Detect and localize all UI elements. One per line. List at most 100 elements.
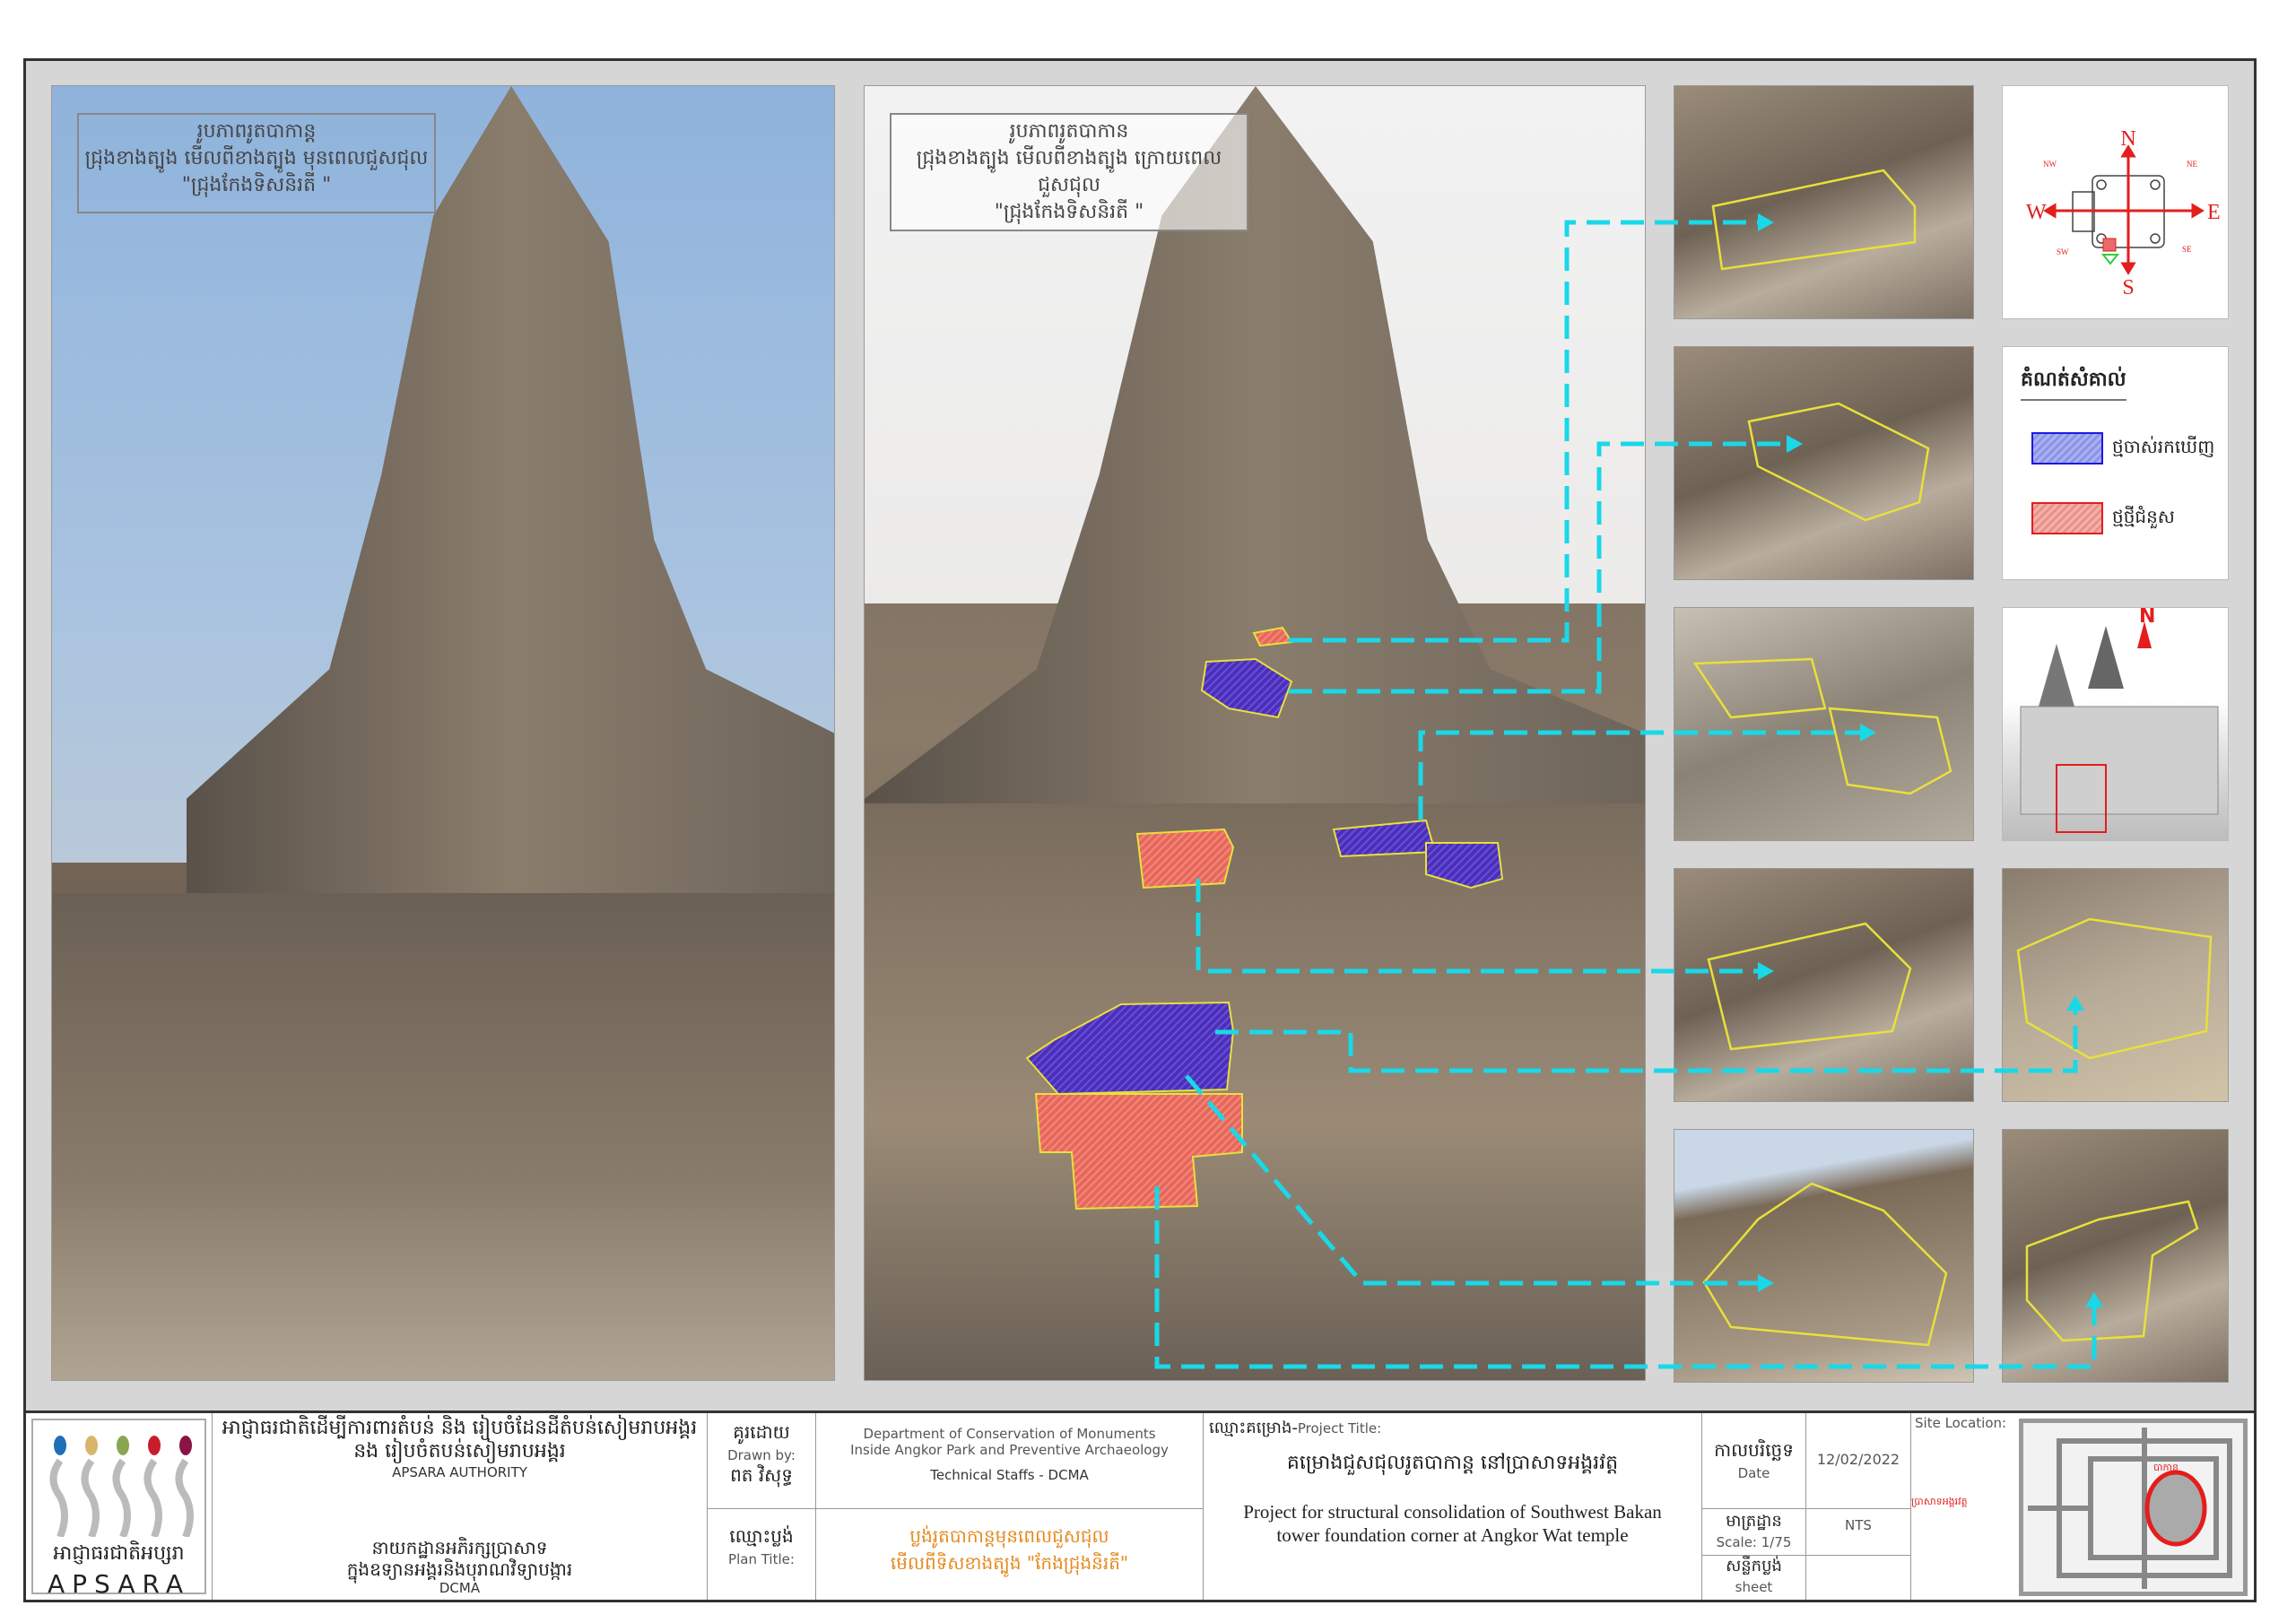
temple-3d-icon: N xyxy=(2020,605,2219,833)
compass-rose-icon: N S E W NW NE SW SE xyxy=(2026,127,2221,299)
detail-outline xyxy=(1711,169,1917,271)
department-full-cell: Department of Conservation of Monuments … xyxy=(816,1413,1204,1508)
caption-line: រូបភាពរូតបាកាន xyxy=(1009,120,1129,143)
old-stone-highlight xyxy=(1200,657,1293,719)
authority-department-column: អាជ្ញាធរជាតិដើម្បីការពារតំបន់ និង រៀបចំដ… xyxy=(213,1413,708,1600)
detail-outline xyxy=(1747,402,1930,522)
leader-arrow xyxy=(1154,1186,2097,1369)
authority-cell: អាជ្ញាធរជាតិដើម្បីការពារតំបន់ និង រៀបចំដ… xyxy=(220,1417,700,1480)
compass-panel: N S E W NW NE SW SE xyxy=(2002,85,2229,319)
plan-title-value: ប្លង់រូតបាកាន្តមុនពេលជួសជុល មើលពីទិសខាងត… xyxy=(816,1508,1204,1600)
drawn-by-en: Drawn by: xyxy=(727,1447,796,1463)
detail-photo-5 xyxy=(1674,1129,1974,1383)
department-name-kh: នាយកដ្ឋានអភិរក្សប្រាសាទ xyxy=(371,1537,548,1558)
before-photo: រូបភាពរូតបាកាន្ត ជ្រុងខាងត្បូង មើលពីខាងត… xyxy=(51,85,835,1381)
site-location-label: Site Location: xyxy=(1915,1415,2007,1431)
title-block: អាជ្ញាធរជាតិអប្សរា APSARA អាជ្ញាធរជាតិដើ… xyxy=(26,1410,2254,1600)
plan-title-line-1: ប្លង់រូតបាកាន្តមុនពេលជួសជុល xyxy=(909,1525,1109,1547)
project-title-label-en: Project Title: xyxy=(1297,1420,1382,1436)
after-photo: រូបភាពរូតបាកាន ជ្រុងខាងត្បូង មើលពីខាងត្ប… xyxy=(864,85,1646,1381)
department-abbr: DCMA xyxy=(439,1580,481,1596)
date-label-kh: កាលបរិច្ឆេទ xyxy=(1714,1439,1794,1461)
site-location-cell: Site Location: បាកាន្ត ប្រាសាទអង្គរវត្ត xyxy=(1911,1413,2254,1600)
logo-text-kh: អាជ្ញាធរជាតិអប្សរា xyxy=(53,1542,185,1565)
authority-name-en: APSARA AUTHORITY xyxy=(392,1463,527,1480)
date-label-en: Date xyxy=(1737,1465,1770,1481)
north-label: N xyxy=(2139,608,2155,628)
sheet-label-kh: សន្លឹកប្លង់ xyxy=(1726,1557,1782,1575)
caption-line: "ជ្រុងកែងទិសនិរតី " xyxy=(181,174,332,196)
detail-outline xyxy=(2016,917,2213,1060)
drawn-by-kh: គូរដោយ xyxy=(733,1421,790,1443)
department-name-kh-2: ក្នុងឧទ្យានអង្គរនិងបុរាណវិទ្យាបង្ការ xyxy=(346,1558,573,1580)
new-stone-highlight xyxy=(1034,1093,1243,1211)
legend-label-old-stone: ថ្មចាស់រកឃើញ xyxy=(2112,436,2215,457)
site-label-bakan: បាកាន្ត xyxy=(2153,1462,2179,1473)
legend-panel: គំណត់សំគាល់ ថ្មចាស់រកឃើញ ថ្មថ្មីជំនួស xyxy=(2002,346,2229,580)
legend-title: គំណត់សំគាល់ xyxy=(2021,367,2126,401)
project-title-label-kh: ឈ្មោះគម្រោង- xyxy=(1209,1419,1298,1437)
site-label-angkor-wat: ប្រាសាទអង្គរវត្ត xyxy=(1911,1496,1968,1507)
new-stone-highlight xyxy=(1135,828,1235,890)
department-full-2: Inside Angkor Park and Preventive Archae… xyxy=(850,1442,1169,1458)
compass-sw: SW xyxy=(2057,247,2069,256)
compass-e: E xyxy=(2207,201,2221,224)
old-stone-highlight xyxy=(1425,842,1504,890)
compass-w: W xyxy=(2026,201,2047,224)
detail-outline xyxy=(1707,922,1912,1051)
compass-ne: NE xyxy=(2187,160,2197,169)
detail-photo-1 xyxy=(1674,85,1974,319)
plan-title-label: ឈ្មោះប្លង់ Plan Title: xyxy=(708,1508,816,1600)
plan-title-kh: ឈ្មោះប្លង់ xyxy=(729,1525,794,1547)
plan-title-en: Plan Title: xyxy=(728,1551,795,1567)
compass-n: N xyxy=(2120,127,2135,151)
detail-outline xyxy=(2025,1200,2199,1342)
detail-outline xyxy=(1702,1182,1948,1347)
legend-label-new-stone: ថ្មថ្មីជំនួស xyxy=(2112,506,2175,527)
scale-label-en: Scale: 1/75 xyxy=(1716,1534,1792,1550)
drawing-frame xyxy=(23,58,2257,1602)
date-label: កាលបរិច្ឆេទ Date xyxy=(1702,1413,1806,1508)
compass-se: SE xyxy=(2182,245,2192,254)
caption-line: ជ្រុងខាងត្បូង មើលពីខាងត្បូង ក្រោយពេលជួសជ… xyxy=(916,147,1222,196)
compass-nw: NW xyxy=(2043,160,2057,169)
project-title-cell: ឈ្មោះគម្រោង-Project Title: គម្រោងជួសជុលរ… xyxy=(1204,1413,1702,1600)
project-name-kh: គម្រោងជួសជុលរូតបាកាន្ត នៅប្រាសាទអង្គរវត្… xyxy=(1286,1452,1619,1474)
new-stone-highlight xyxy=(1252,626,1293,647)
department-full-1: Department of Conservation of Monuments xyxy=(863,1426,1156,1442)
apsara-logo-icon xyxy=(49,1436,194,1539)
site-location-map: បាកាន្ត xyxy=(2019,1419,2248,1596)
logo-text-en: APSARA xyxy=(48,1569,190,1599)
plan-title-line-2: មើលពីទិសខាងត្បូង "កែងជ្រុងនិរតី" xyxy=(890,1552,1129,1574)
location-3d-panel: N xyxy=(2002,605,2229,841)
caption-line: "ជ្រុងកែងទិសនិរតី " xyxy=(994,201,1144,223)
after-caption: រូបភាពរូតបាកាន ជ្រុងខាងត្បូង មើលពីខាងត្ប… xyxy=(890,113,1248,231)
leader-arrow xyxy=(1215,1011,2078,1073)
project-name-en: Project for structural consolidation of … xyxy=(1243,1501,1662,1546)
sheet-label-en: sheet xyxy=(1735,1579,1773,1595)
leader-arrow xyxy=(1196,879,1758,974)
drawn-by-label: គូរដោយ Drawn by: ពត វិសុទ្ធ xyxy=(708,1413,816,1508)
detail-photo-4 xyxy=(1674,868,1974,1102)
authority-name-kh-2: នង រៀបចំតបន់សៀមរាបអង្គរ xyxy=(353,1440,566,1463)
leader-arrow xyxy=(1289,220,1758,643)
scale-label: មាត្រដ្ឋាន Scale: 1/75 xyxy=(1702,1508,1806,1555)
sheet-value xyxy=(1806,1555,1911,1600)
before-caption: រូបភាពរូតបាកាន្ត ជ្រុងខាងត្បូង មើលពីខាងត… xyxy=(77,113,436,213)
caption-line: ជ្រុងខាងត្បូង មើលពីខាងត្បូង មុនពេលជួសជុល xyxy=(84,147,429,169)
scale-label-kh: មាត្រដ្ឋាន xyxy=(1726,1512,1782,1531)
date-value: 12/02/2022 xyxy=(1806,1413,1911,1508)
legend-swatch-new-stone xyxy=(2031,502,2103,534)
detail-photo-7 xyxy=(2002,1129,2229,1383)
temple-base xyxy=(52,893,834,1380)
compass-s: S xyxy=(2122,276,2134,299)
leader-arrow xyxy=(1418,730,1860,820)
detail-photo-3 xyxy=(1674,607,1974,841)
sheet-label: សន្លឹកប្លង់ sheet xyxy=(1702,1555,1806,1600)
apsara-logo: អាជ្ញាធរជាតិអប្សរា APSARA xyxy=(26,1413,213,1600)
detail-outline xyxy=(1692,657,1827,719)
old-stone-highlight xyxy=(1332,819,1437,858)
leader-arrow xyxy=(1289,441,1787,694)
leader-arrow xyxy=(1185,1074,1758,1286)
